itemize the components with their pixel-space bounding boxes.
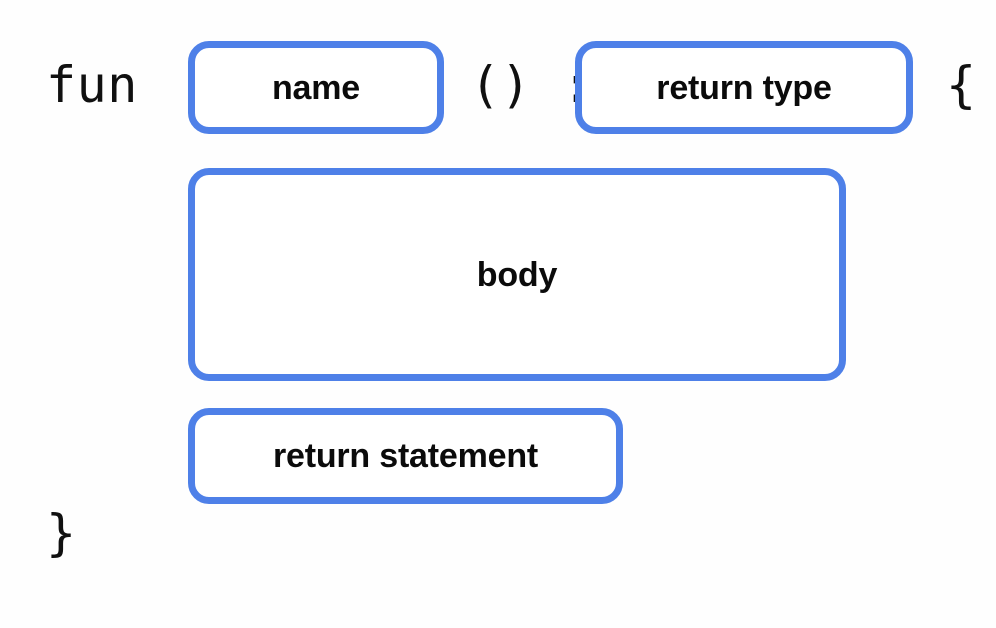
slot-return-statement-label: return statement <box>272 437 539 475</box>
slot-body[interactable]: body <box>188 168 846 381</box>
slot-return-type[interactable]: return type <box>575 41 913 134</box>
brace-close: } <box>46 504 77 562</box>
brace-open: { <box>946 56 977 114</box>
slot-return-statement[interactable]: return statement <box>188 408 623 504</box>
slot-return-type-label: return type <box>656 68 832 107</box>
slot-name[interactable]: name <box>188 41 444 134</box>
slot-body-label: body <box>476 255 558 294</box>
keyword-fun: fun <box>46 56 138 114</box>
slot-name-label: name <box>271 68 361 107</box>
